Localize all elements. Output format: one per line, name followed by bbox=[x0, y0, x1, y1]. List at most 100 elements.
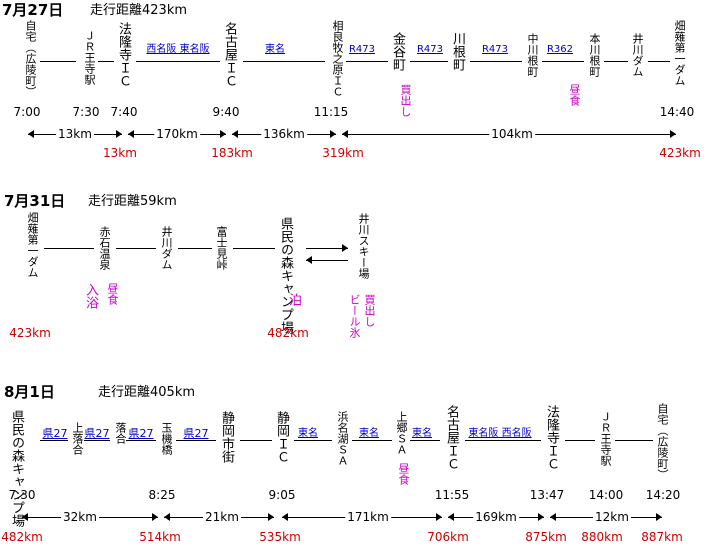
day3-stop-kamigo-sa: 上郷ＳＡ bbox=[395, 411, 408, 455]
day3-time: 14:00 bbox=[588, 488, 624, 502]
day3-route-tomei: 東名 bbox=[298, 428, 318, 439]
day3-segment bbox=[352, 440, 392, 441]
day3-cumulative: 482km bbox=[1, 530, 43, 544]
day2-arrow-forward bbox=[306, 244, 348, 253]
day3-time: 13:47 bbox=[529, 488, 565, 502]
day1-route-tomei: 東名 bbox=[265, 44, 285, 55]
day1-time: 7:30 bbox=[72, 105, 100, 119]
day1-cumulative: 13km bbox=[103, 146, 137, 160]
day1-stop-kawane: 川根町 bbox=[450, 32, 465, 71]
day3-route-tomei: 東名 bbox=[412, 428, 432, 439]
day3-cumulative: 887km bbox=[641, 530, 683, 544]
day2-date: 7月31日 bbox=[4, 192, 66, 210]
day1-date: 7月27日 bbox=[2, 1, 64, 19]
day1-time: 14:40 bbox=[659, 105, 695, 119]
day1-route-r473: R473 bbox=[348, 44, 376, 55]
day1-route-r473: R473 bbox=[416, 44, 444, 55]
day3-time: 7:30 bbox=[8, 488, 36, 502]
day1-stop-ikawa-dam: 井川ダム bbox=[631, 33, 644, 77]
day1-segment bbox=[243, 61, 325, 62]
day1-route-r362: R362 bbox=[546, 44, 574, 55]
day1-stop-home: 自宅（広陵町） bbox=[24, 20, 37, 97]
day3-time: 14:20 bbox=[645, 488, 681, 502]
day3-segment bbox=[84, 440, 110, 441]
day2-stop-akaishi: 赤石温泉 bbox=[98, 226, 111, 270]
day3-stop-home: 自宅（広陵町） bbox=[656, 403, 669, 480]
day2-segment bbox=[233, 248, 275, 249]
day1-stop-kanaya: 金谷町 bbox=[390, 32, 405, 71]
day3-segment bbox=[615, 440, 653, 441]
day1-note-lunch: 昼食 bbox=[568, 84, 581, 106]
day3-leg-distance: 12km bbox=[593, 510, 631, 524]
day1-time: 7:00 bbox=[13, 105, 41, 119]
day1-segment bbox=[648, 61, 670, 62]
day1-time: 9:40 bbox=[212, 105, 240, 119]
day3-stop-oji: ＪＲ王寺駅 bbox=[599, 411, 612, 466]
day3-segment bbox=[565, 440, 595, 441]
day1-note-kaidashi: 買出し bbox=[399, 84, 412, 117]
day1-segment bbox=[40, 61, 76, 62]
day3-time: 8:25 bbox=[148, 488, 176, 502]
day2-stop-hatanashi: 畑薙第一ダム bbox=[26, 212, 39, 278]
day3-cumulative: 535km bbox=[259, 530, 301, 544]
day2-distance: 走行距離59km bbox=[88, 194, 177, 209]
day1-segment bbox=[470, 61, 522, 62]
day3-note-lunch: 昼食 bbox=[397, 463, 410, 485]
day3-segment bbox=[40, 440, 68, 441]
day1-cumulative: 423km bbox=[659, 146, 701, 160]
day3-cumulative: 880km bbox=[581, 530, 623, 544]
day3-distance: 走行距離405km bbox=[98, 385, 196, 400]
day1-distance: 走行距離423km bbox=[90, 3, 188, 18]
day1-stop-honkawane: 本川根町 bbox=[588, 33, 601, 77]
day3-stop-nagoya: 名古屋ＩＣ bbox=[444, 405, 459, 470]
day2-note-bath: 入浴 bbox=[83, 283, 98, 309]
day2-cumulative: 423km bbox=[9, 326, 51, 340]
day3-segment bbox=[176, 440, 216, 441]
day1-stop-hatanashi: 畑薙第一ダム bbox=[673, 20, 686, 86]
day3-leg-distance: 171km bbox=[345, 510, 391, 524]
day1-leg-distance: 170km bbox=[154, 127, 200, 141]
day1-segment bbox=[542, 61, 584, 62]
day3-route-ken27: 県27 bbox=[183, 427, 209, 440]
day1-stop-horyuji: 法隆寺ＩＣ bbox=[116, 22, 131, 87]
day3-segment bbox=[465, 440, 541, 441]
day1-segment bbox=[604, 61, 628, 62]
day3-segment bbox=[294, 440, 332, 441]
day3-stop-shizuoka-ic: 静岡ＩＣ bbox=[274, 411, 289, 463]
day2-note-lunch: 昼食 bbox=[106, 283, 119, 305]
day3-route-ken27: 県27 bbox=[84, 427, 110, 440]
day3-leg-distance: 32km bbox=[61, 510, 99, 524]
day2-segment bbox=[116, 248, 156, 249]
day3-date: 8月1日 bbox=[4, 383, 55, 401]
day1-cumulative: 319km bbox=[322, 146, 364, 160]
day2-stop-fujimi: 富士見峠 bbox=[215, 226, 228, 270]
day1-segment bbox=[410, 61, 448, 62]
day1-route-nishimeihan: 西名阪 東名阪 bbox=[146, 44, 210, 55]
day2-segment bbox=[44, 248, 94, 249]
day1-route-r473: R473 bbox=[481, 44, 509, 55]
day2-note-stay: 泊 bbox=[286, 293, 301, 306]
day3-stop-ochiai: 落合 bbox=[114, 422, 127, 444]
day1-segment bbox=[346, 61, 388, 62]
day1-stop-oji: ＪＲ王寺駅 bbox=[83, 30, 96, 85]
day1-stop-nagoya: 名古屋ＩＣ bbox=[222, 22, 237, 87]
day2-segment bbox=[178, 248, 212, 249]
day1-cumulative: 183km bbox=[211, 146, 253, 160]
day3-route-higashimeihan: 東名阪 西名阪 bbox=[468, 428, 532, 439]
day3-segment bbox=[126, 440, 156, 441]
day3-time: 9:05 bbox=[268, 488, 296, 502]
day1-time: 11:15 bbox=[313, 105, 349, 119]
day3-route-tomei: 東名 bbox=[359, 428, 379, 439]
day3-route-ken27: 県27 bbox=[42, 427, 68, 440]
day1-leg-distance: 104km bbox=[489, 127, 535, 141]
day3-stop-kamiochiai: 上落合 bbox=[71, 422, 84, 455]
day3-route-ken27: 県27 bbox=[128, 427, 154, 440]
day3-stop-tamakibashi: 玉機橋 bbox=[160, 422, 173, 455]
day3-leg-distance: 21km bbox=[203, 510, 241, 524]
day3-segment bbox=[410, 440, 440, 441]
day2-stop-kenmin-camp: 県民の森キャンプ場 bbox=[278, 217, 293, 334]
day2-note-kaidashi: 買出し bbox=[363, 294, 376, 327]
day2-note-beer-ice: ビール氷 bbox=[348, 294, 361, 338]
day1-time: 7:40 bbox=[110, 105, 138, 119]
